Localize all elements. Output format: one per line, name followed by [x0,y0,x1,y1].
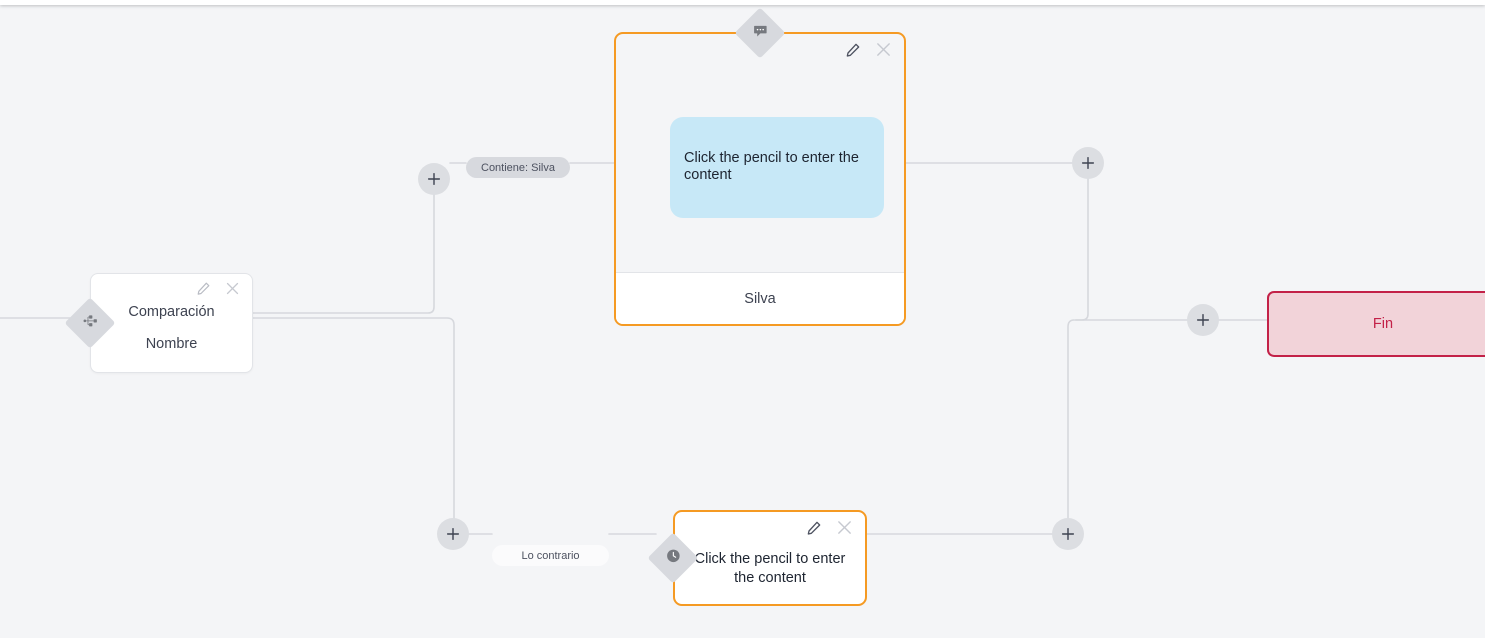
add-node-button-false-branch[interactable] [437,518,469,550]
end-node[interactable]: Fin [1267,291,1485,357]
add-node-button-message-out[interactable] [1072,147,1104,179]
message-node-footer: Silva [616,272,904,324]
add-node-button-wait-out[interactable] [1052,518,1084,550]
message-node-body: Click the pencil to enter the content [616,34,904,272]
comparison-node-handle[interactable] [64,297,116,349]
flow-canvas[interactable]: Comparación Nombre Contiene: Silva [0,5,1485,638]
wait-node-handle[interactable] [647,532,699,584]
pencil-icon[interactable] [196,281,211,301]
close-icon[interactable] [836,519,853,541]
edge-comparison-to-true [252,178,435,314]
wait-node-text: Click the pencil to enter the content [694,551,846,586]
wait-node-tools [806,519,853,541]
comparison-node-title: Comparación [128,303,215,320]
edge-plus-down-to-merge [1075,178,1089,321]
edge-wait-plus-up-to-merge [1067,319,1075,519]
edge-comparison-to-false [252,317,455,524]
clock-icon [666,548,681,568]
edge-label-condition-false[interactable]: Lo contrario [492,545,609,566]
close-icon[interactable] [225,281,240,301]
app-top-bar [0,0,1485,5]
sitemap-icon [83,313,98,333]
wait-node[interactable]: Click the pencil to enter the content [673,510,867,606]
chat-bubble-icon [753,23,768,43]
message-node-handle[interactable] [734,7,786,59]
close-icon[interactable] [875,41,892,63]
comparison-node-tools [196,281,240,301]
add-node-button-end-in[interactable] [1187,304,1219,336]
message-node-tools [845,41,892,63]
message-bubble: Click the pencil to enter the content [670,117,884,218]
comparison-node[interactable]: Comparación Nombre [90,273,253,373]
add-node-button-true-branch[interactable] [418,163,450,195]
pencil-icon[interactable] [806,520,822,541]
pencil-icon[interactable] [845,42,861,63]
edge-label-condition-true[interactable]: Contiene: Silva [466,157,570,178]
message-node[interactable]: Click the pencil to enter the content Si… [614,32,906,326]
comparison-node-subtitle: Nombre [145,335,198,352]
